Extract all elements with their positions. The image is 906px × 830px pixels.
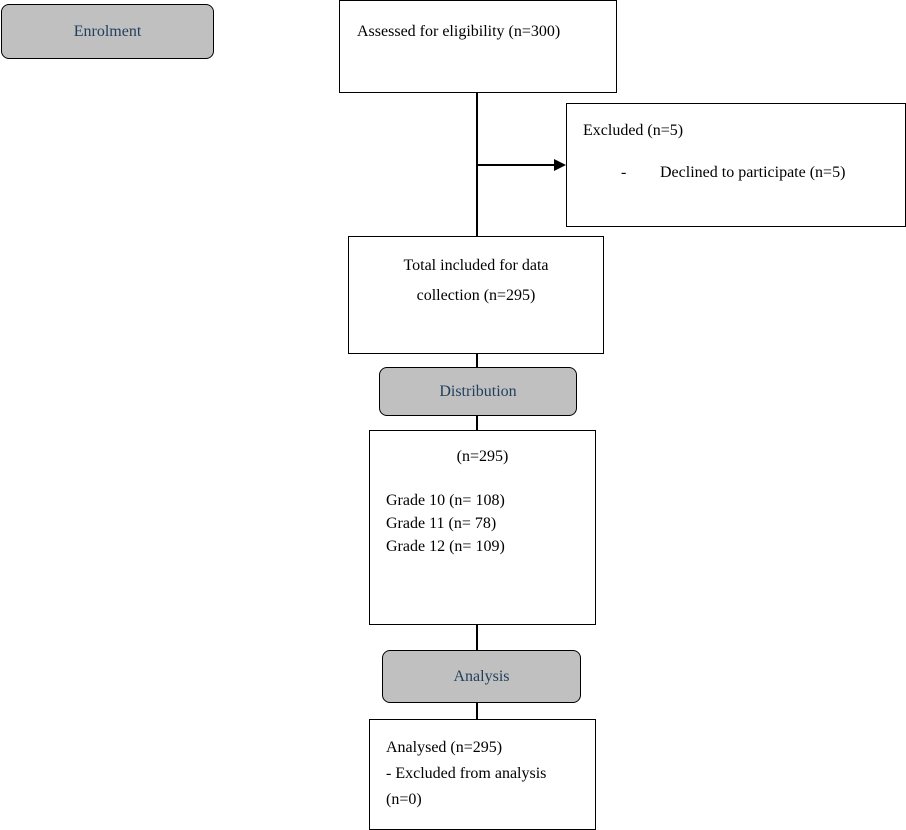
analysed-box: Analysed (n=295) - Excluded from analysi… xyxy=(369,719,596,830)
excluded-box: Excluded (n=5) - Declined to participate… xyxy=(566,103,906,227)
connector-included-to-distribution xyxy=(476,353,478,368)
included-box: Total included for data collection (n=29… xyxy=(348,236,604,354)
distribution-box: (n=295) Grade 10 (n= 108) Grade 11 (n= 7… xyxy=(369,430,596,625)
included-line-2: collection (n=295) xyxy=(416,287,536,304)
analysed-line-2: - Excluded from analysis xyxy=(386,765,547,782)
stage-analysis: Analysis xyxy=(382,650,581,703)
assessed-box: Assessed for eligibility (n=300) xyxy=(339,0,617,93)
analysed-line-3: (n=0) xyxy=(386,791,422,808)
excluded-reason: Declined to participate (n=5) xyxy=(660,164,846,181)
grade-11: Grade 11 (n= 78) xyxy=(386,515,497,532)
connector-distribution-stage-to-box xyxy=(476,415,478,431)
stage-enrolment-label: Enrolment xyxy=(73,22,142,40)
grade-10: Grade 10 (n= 108) xyxy=(386,492,505,509)
grade-12: Grade 12 (n= 109) xyxy=(386,538,505,555)
analysed-line-1: Analysed (n=295) xyxy=(386,739,503,756)
connector-to-excluded xyxy=(477,164,555,166)
included-line-1: Total included for data xyxy=(403,257,549,274)
connector-distribution-to-analysis xyxy=(476,624,478,651)
arrowhead-excluded xyxy=(554,159,566,171)
stage-enrolment: Enrolment xyxy=(1,4,214,59)
assessed-label: Assessed for eligibility (n=300) xyxy=(357,23,561,40)
distribution-total: (n=295) xyxy=(456,448,509,465)
stage-distribution-label: Distribution xyxy=(439,382,517,400)
excluded-title: Excluded (n=5) xyxy=(583,122,684,139)
stage-analysis-label: Analysis xyxy=(453,667,510,685)
excluded-bullet: - xyxy=(621,164,627,181)
stage-distribution: Distribution xyxy=(379,367,577,416)
connector-analysis-to-analysed xyxy=(476,702,478,720)
